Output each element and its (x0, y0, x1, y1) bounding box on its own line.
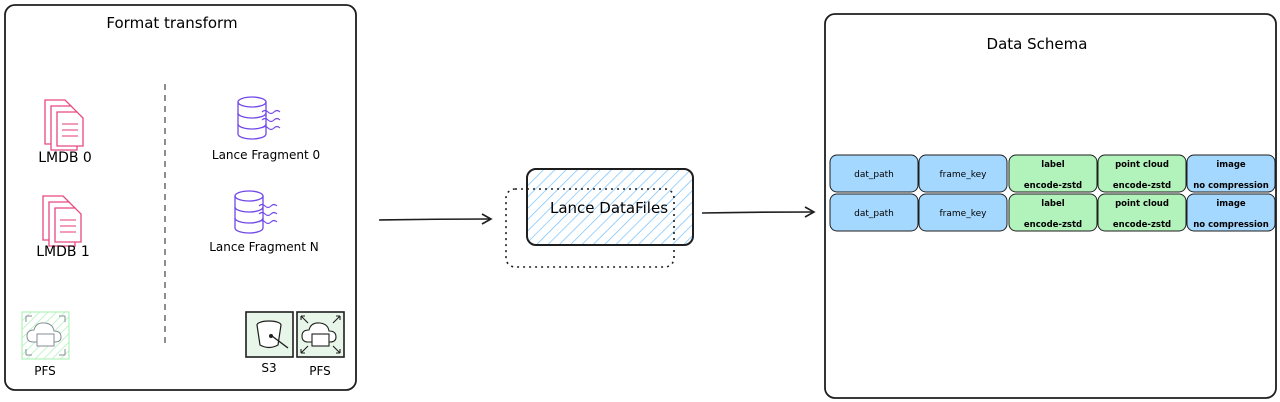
schema-cell: dat_path (829, 193, 919, 232)
format-transform-title: Format transform (106, 14, 237, 32)
schema-cell-name: dat_path (854, 170, 894, 180)
schema-cell: frame_key (918, 154, 1008, 193)
schema-cell-name: label (1041, 199, 1064, 209)
schema-cell-encoding: encode-zstd (1113, 220, 1171, 230)
schema-cell-encoding: encode-zstd (1024, 181, 1082, 191)
schema-cell: image no compression (1186, 193, 1276, 232)
schema-cell-encoding: no compression (1193, 220, 1269, 230)
lmdb-label-1: LMDB 1 (36, 244, 90, 260)
pfs-cloud-folder-icon (21, 311, 70, 360)
dotted-outline (505, 188, 675, 268)
schema-cell: label encode-zstd (1008, 154, 1098, 193)
arrow-to-schema (701, 206, 816, 218)
database-icon (237, 96, 281, 140)
schema-cell: point cloud encode-zstd (1097, 154, 1187, 193)
schema-cell: dat_path (829, 154, 919, 193)
schema-cell: point cloud encode-zstd (1097, 193, 1187, 232)
pfs-label-left: PFS (34, 364, 56, 378)
fragment-label-0: Lance Fragment 0 (212, 148, 320, 162)
schema-cell-encoding: no compression (1193, 181, 1269, 191)
schema-cell-name: dat_path (854, 209, 894, 219)
s3-bucket-icon (245, 311, 294, 358)
schema-cell: frame_key (918, 193, 1008, 232)
schema-cell-name: label (1041, 160, 1064, 170)
schema-cell: label encode-zstd (1008, 193, 1098, 232)
schema-cell-name: image (1216, 199, 1246, 209)
schema-cell-name: point cloud (1115, 199, 1169, 209)
schema-cell-name: frame_key (940, 209, 988, 219)
lmdb-label-0: LMDB 0 (38, 150, 92, 166)
pfs-label-right: PFS (309, 364, 331, 378)
data-schema-title: Data Schema (987, 35, 1088, 53)
format-transform-panel: Format transform LMDB 0 LMDB 1 (4, 4, 357, 391)
schema-cell-name: point cloud (1115, 160, 1169, 170)
fragment-label-n: Lance Fragment N (209, 240, 319, 254)
schema-cell-name: image (1216, 160, 1246, 170)
lmdb-document-icon (42, 195, 82, 247)
datafiles-label: Lance DataFiles (550, 199, 668, 217)
arrow-to-datafiles (378, 213, 493, 225)
s3-label: S3 (261, 361, 276, 375)
schema-cell-encoding: encode-zstd (1113, 181, 1171, 191)
database-icon (234, 190, 278, 234)
schema-cell: image no compression (1186, 154, 1276, 193)
lance-datafiles-node: Lance DataFiles (505, 168, 694, 268)
schema-cell-encoding: encode-zstd (1024, 220, 1082, 230)
schema-cell-name: frame_key (940, 170, 988, 180)
lmdb-document-icon (44, 99, 84, 151)
pfs-cloud-folder-icon (296, 311, 345, 358)
